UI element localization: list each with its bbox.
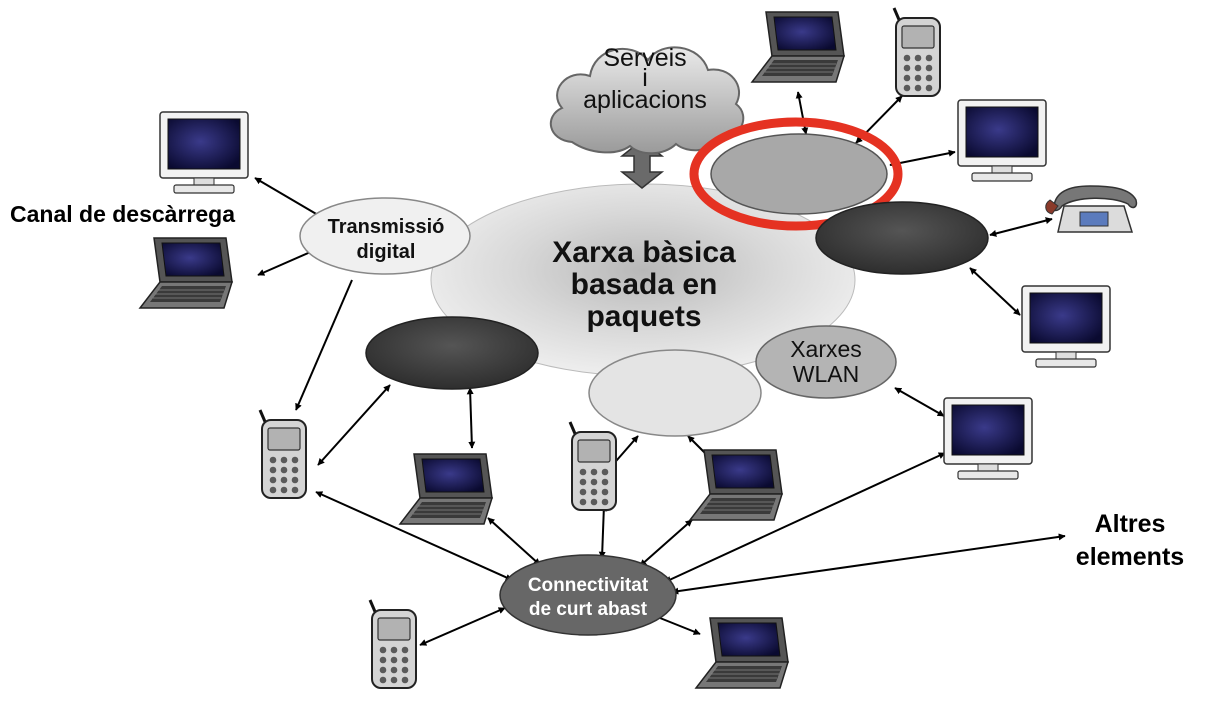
laptop-icon xyxy=(399,453,493,525)
digital-label-line1: Transmissió xyxy=(328,216,445,238)
other-elements-label-line1: Altres xyxy=(1095,510,1166,538)
arrow-dark-desktop xyxy=(969,267,1021,316)
wlan-ellipse xyxy=(755,325,897,399)
services-label-line3: aplicacions xyxy=(583,86,707,114)
arrow-short-phone-mid xyxy=(598,504,608,559)
download-channel-label: Canal de descàrrega xyxy=(10,201,235,227)
core-label-line2: basada en xyxy=(571,268,718,301)
arrow-services-laptop xyxy=(795,91,809,135)
cloud-icon: Serveis i aplicacions xyxy=(549,44,745,155)
desktop-computer-icon xyxy=(1021,285,1111,368)
arrow-wlan-desktop xyxy=(894,387,945,417)
mobile-phone-icon xyxy=(368,598,418,690)
arrow-short-other-elements xyxy=(671,533,1066,595)
wlan-label-line1: Xarxes xyxy=(790,336,862,362)
core-label-line1: Xarxa bàsica xyxy=(552,236,736,269)
arrow-digital-to-phone xyxy=(295,279,353,411)
short-range-label-line1: Connectivitat xyxy=(528,575,649,596)
dark-network-left xyxy=(365,316,539,390)
short-range-ellipse xyxy=(499,554,677,636)
core-label-line3: paquets xyxy=(586,300,701,333)
short-range-label-line2: de curt abast xyxy=(529,599,648,620)
laptop-icon xyxy=(689,449,783,521)
laptop-icon xyxy=(751,11,845,83)
arrow-darkleft-laptop xyxy=(466,387,476,449)
dark-network-right xyxy=(815,201,989,275)
highlighted-network-ellipse xyxy=(710,133,888,215)
arrow-services-desktop xyxy=(889,149,956,168)
laptop-icon xyxy=(139,237,233,309)
desktop-computer-icon xyxy=(159,111,249,194)
digital-label-line2: digital xyxy=(357,241,416,263)
arrow-short-phone-left xyxy=(315,491,513,581)
arrow-short-laptop-mid xyxy=(487,517,541,566)
light-network-ellipse xyxy=(588,349,762,437)
arrow-darkleft-phone xyxy=(317,384,391,466)
other-elements-label-line2: elements xyxy=(1076,543,1184,571)
mobile-phone-icon xyxy=(258,408,308,500)
desktop-computer-icon xyxy=(957,99,1047,182)
services-label-line1: Serveis xyxy=(603,44,686,72)
digital-transmission-ellipse xyxy=(299,197,471,275)
mobile-phone-icon xyxy=(892,6,942,98)
arrow-digital-to-desktop xyxy=(254,177,319,216)
mobile-phone-icon xyxy=(568,420,618,512)
telephone-icon xyxy=(1045,185,1138,233)
services-label-line2: i xyxy=(642,64,648,92)
arrow-short-phone-bottom xyxy=(419,607,506,646)
wlan-label-line2: WLAN xyxy=(793,361,859,387)
arrow-digital-to-laptop xyxy=(257,249,316,276)
desktop-computer-icon xyxy=(943,397,1033,480)
highlight-ring xyxy=(689,117,903,231)
arrow-short-laptop-right xyxy=(639,519,693,567)
arrow-dark-telephone xyxy=(989,217,1053,237)
laptop-icon xyxy=(695,617,789,689)
